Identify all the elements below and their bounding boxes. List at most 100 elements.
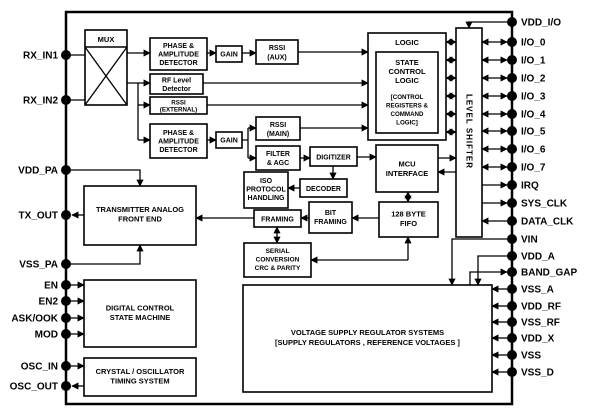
block-label: AMPLITUDE bbox=[158, 139, 199, 146]
block-label: CRC & PARITY bbox=[255, 265, 301, 272]
block-label: PROTOCOL bbox=[246, 187, 286, 194]
block-label: FIFO bbox=[400, 219, 417, 228]
pin-label: BAND_GAP bbox=[521, 268, 577, 279]
pins-right: VDD_I/O I/O_0 I/O_1 I/O_2 I/O_3 I/O_4 I/… bbox=[507, 17, 577, 379]
pin-vss-pa: VSS_PA bbox=[19, 259, 71, 271]
block-logic: LOGIC STATE CONTROL LOGIC [CONTROL REGIS… bbox=[367, 32, 447, 141]
block-phase-amplitude-detector-bottom: PHASE & AMPLITUDE DETECTOR bbox=[149, 123, 208, 159]
pin-io-1: I/O_1 bbox=[507, 55, 546, 67]
pin-vin: VIN bbox=[507, 234, 538, 246]
wires bbox=[66, 21, 508, 390]
wire-vss-pa bbox=[66, 244, 144, 265]
block-label: RSSI bbox=[270, 122, 286, 129]
wire-vdd-pa bbox=[66, 169, 144, 187]
wire-vdd-a bbox=[474, 255, 507, 286]
wire-band-gap bbox=[469, 268, 508, 285]
block-label: DIGITAL CONTROL bbox=[106, 304, 175, 313]
pin-vss-d: VSS_D bbox=[507, 367, 554, 379]
pin-label: I/O_5 bbox=[521, 127, 546, 138]
pin-vss-a: VSS_A bbox=[507, 284, 554, 296]
pin-label: I/O_7 bbox=[521, 163, 546, 174]
pin-label: I/O_6 bbox=[521, 145, 546, 156]
block-label: AMPLITUDE bbox=[158, 52, 199, 59]
pin-osc-out: OSC_OUT bbox=[10, 381, 71, 393]
pin-label: OSC_IN bbox=[21, 362, 58, 373]
block-label: VOLTAGE SUPPLY REGULATOR SYSTEMS bbox=[291, 328, 444, 337]
block-label: RSSI bbox=[171, 100, 186, 107]
block-filter-agc: FILTER & AGC bbox=[255, 145, 301, 171]
block-gain-bottom: GAIN bbox=[215, 131, 243, 149]
wire-gain-split bbox=[242, 128, 249, 158]
block-iso-protocol-handling: ISO PROTOCOL HANDLING bbox=[243, 171, 289, 209]
block-label: (AUX) bbox=[267, 55, 286, 62]
pin-label: SYS_CLK bbox=[521, 199, 568, 210]
pin-io-0: I/O_0 bbox=[507, 37, 546, 49]
pin-label: TX_OUT bbox=[19, 211, 58, 222]
block-label: TIMING SYSTEM bbox=[110, 377, 169, 386]
pin-io-4: I/O_4 bbox=[507, 109, 546, 121]
block-label: STATE MACHINE bbox=[110, 313, 171, 322]
block-label: LOGIC bbox=[395, 76, 419, 85]
block-label: CONTROL bbox=[388, 67, 425, 76]
pin-sys-clk: SYS_CLK bbox=[507, 198, 568, 210]
pin-label: VDD_X bbox=[521, 334, 555, 345]
wire-vin bbox=[448, 238, 507, 286]
mux-cross-icon bbox=[84, 46, 128, 106]
pin-tx-out: TX_OUT bbox=[19, 210, 71, 222]
block-sublabel: REGISTERS & bbox=[386, 103, 428, 110]
pin-label: I/O_1 bbox=[521, 56, 546, 67]
pin-io-7: I/O_7 bbox=[507, 162, 546, 174]
block-label: RF Level bbox=[162, 78, 191, 85]
block-label: RSSI bbox=[269, 45, 285, 52]
block-label: STATE bbox=[395, 58, 418, 67]
block-digitizer: DIGITIZER bbox=[309, 146, 358, 167]
block-label: MCU bbox=[398, 160, 415, 169]
mux-label: MUX bbox=[98, 35, 115, 44]
pin-label: IRQ bbox=[521, 181, 539, 192]
pin-label: RX_IN1 bbox=[23, 51, 58, 62]
block-label: FRONT END bbox=[118, 215, 162, 224]
pin-label: I/O_2 bbox=[521, 74, 546, 85]
block-label: FRAMING bbox=[261, 217, 294, 224]
block-label: CRYSTAL / OSCILLATOR bbox=[96, 367, 185, 376]
logic-title: LOGIC bbox=[395, 38, 419, 47]
block-label: DIGITIZER bbox=[316, 155, 351, 162]
block-gain-top: GAIN bbox=[215, 45, 243, 63]
block-label: TRANSMITTER ANALOG bbox=[96, 205, 184, 214]
block-label: CONVERSION bbox=[256, 257, 300, 264]
pin-band-gap: BAND_GAP bbox=[507, 267, 577, 279]
block-label: INTERFACE bbox=[386, 169, 429, 178]
pin-vdd-a: VDD_A bbox=[507, 251, 555, 263]
block-serial-conversion-crc-parity: SERIAL CONVERSION CRC & PARITY bbox=[243, 242, 312, 278]
block-label: HANDLING bbox=[248, 195, 285, 202]
pins-left: RX_IN1 RX_IN2 VDD_PA TX_OUT VSS_PA EN EN… bbox=[10, 50, 71, 393]
block-label: LEVEL SHIFTER bbox=[465, 94, 474, 169]
block-rssi-aux: RSSI (AUX) bbox=[255, 39, 299, 65]
pin-label: VSS_PA bbox=[19, 260, 58, 271]
blocks: MUX PHASE & AMPLITUDE DETECTOR GAIN RSSI… bbox=[83, 27, 493, 397]
block-level-shifter: LEVEL SHIFTER bbox=[455, 27, 483, 238]
block-label: FRAMING bbox=[314, 219, 347, 226]
block-128-byte-fifo: 128 BYTE FIFO bbox=[378, 201, 439, 238]
block-label: & AGC bbox=[267, 160, 289, 167]
block-label: BIT bbox=[325, 210, 337, 217]
pin-label: EN2 bbox=[39, 297, 59, 308]
block-bit-framing: BIT FRAMING bbox=[308, 201, 353, 234]
block-sublabel: COMMAND bbox=[391, 111, 425, 118]
block-label: ISO bbox=[260, 178, 273, 185]
block-state-control-logic: STATE CONTROL LOGIC [CONTROL REGISTERS &… bbox=[375, 51, 439, 134]
pin-label: VIN bbox=[521, 235, 538, 246]
pin-label: VDD_I/O bbox=[521, 18, 561, 29]
block-crystal-oscillator-timing-system: CRYSTAL / OSCILLATOR TIMING SYSTEM bbox=[83, 357, 197, 397]
pin-io-2: I/O_2 bbox=[507, 73, 546, 85]
pin-io-6: I/O_6 bbox=[507, 144, 546, 156]
pin-label: RX_IN2 bbox=[23, 96, 58, 107]
pin-label: VDD_RF bbox=[521, 302, 561, 313]
block-label: (EXTERNAL) bbox=[160, 107, 197, 114]
pin-label: I/O_4 bbox=[521, 110, 546, 121]
block-rssi-main: RSSI (MAIN) bbox=[255, 116, 301, 141]
block-label: PHASE & bbox=[163, 43, 194, 50]
block-rf-level-detector: RF Level Detector bbox=[149, 73, 204, 95]
